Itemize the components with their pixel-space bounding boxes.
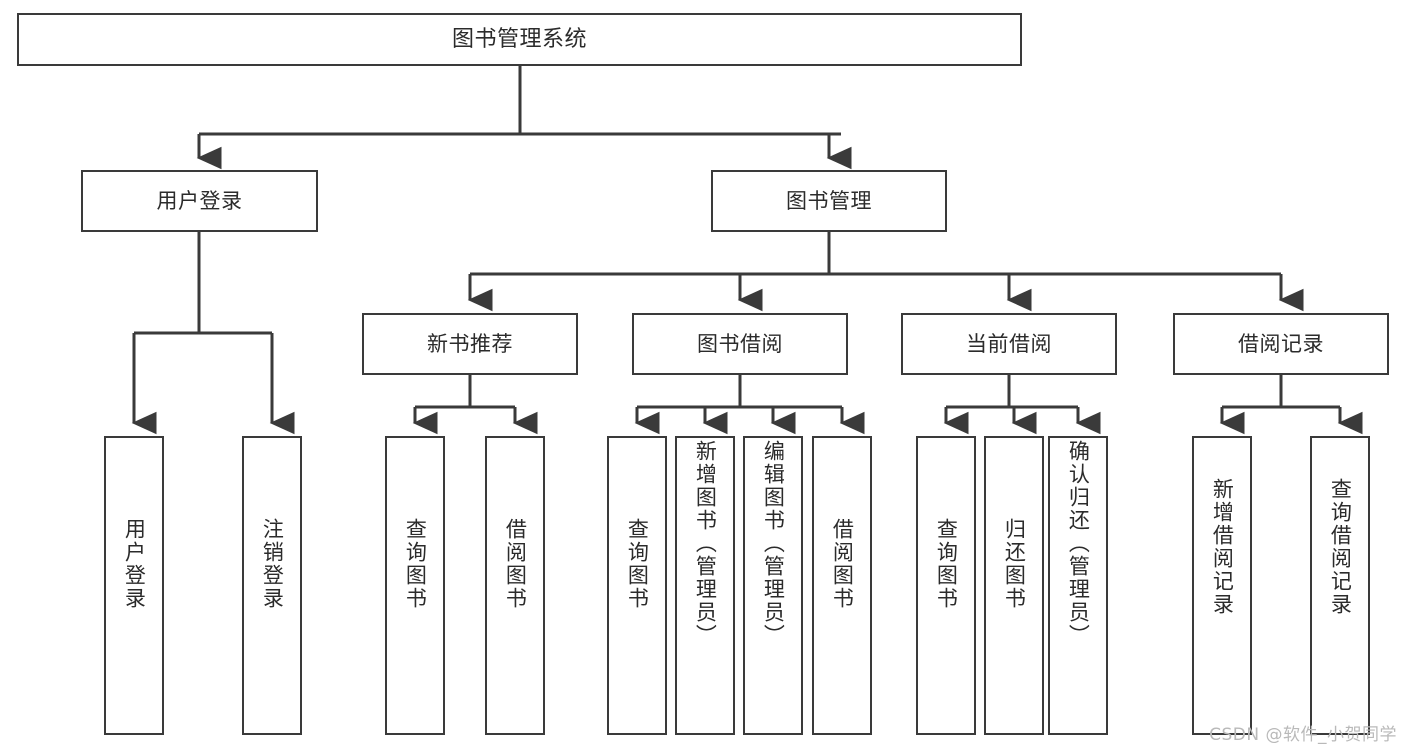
node-leaf-query-book-borrow[interactable]: 查询图书	[607, 436, 667, 735]
node-label: 图书管理系统	[451, 26, 587, 52]
node-label: 新书推荐	[427, 331, 513, 356]
node-leaf-add-book-admin[interactable]: 新增图书（管理员）	[675, 436, 735, 735]
node-user-login[interactable]: 用户登录	[81, 170, 318, 232]
node-leaf-borrow-book[interactable]: 借阅图书	[812, 436, 872, 735]
node-label: 查询图书	[934, 518, 959, 610]
node-current-borrow[interactable]: 当前借阅	[901, 313, 1117, 375]
node-label: 查询图书	[625, 518, 650, 610]
node-book-borrow[interactable]: 图书借阅	[632, 313, 848, 375]
node-new-book-recommend[interactable]: 新书推荐	[362, 313, 578, 375]
node-label: 借阅图书	[830, 518, 855, 610]
node-leaf-add-borrow-record[interactable]: 新增借阅记录	[1192, 436, 1252, 735]
node-label: 图书借阅	[697, 331, 783, 356]
node-label: 借阅图书	[503, 518, 528, 610]
node-label: 归还图书	[1002, 518, 1027, 610]
node-label: 借阅记录	[1238, 331, 1324, 356]
node-root-book-management-system[interactable]: 图书管理系统	[17, 13, 1022, 66]
node-leaf-query-book-current[interactable]: 查询图书	[916, 436, 976, 735]
node-label: 用户登录	[156, 188, 243, 213]
node-label: 编辑图书（管理员）	[761, 440, 786, 647]
node-leaf-edit-book-admin[interactable]: 编辑图书（管理员）	[743, 436, 803, 735]
node-label: 确认归还（管理员）	[1066, 440, 1091, 647]
node-leaf-borrow-book-recommend[interactable]: 借阅图书	[485, 436, 545, 735]
node-leaf-user-login[interactable]: 用户登录	[104, 436, 164, 735]
node-leaf-query-book-recommend[interactable]: 查询图书	[385, 436, 445, 735]
node-leaf-return-book[interactable]: 归还图书	[984, 436, 1044, 735]
node-leaf-confirm-return-admin[interactable]: 确认归还（管理员）	[1048, 436, 1108, 735]
node-label: 图书管理	[786, 188, 872, 213]
node-label: 查询借阅记录	[1328, 478, 1353, 616]
node-label: 查询图书	[403, 518, 428, 610]
node-label: 新增借阅记录	[1210, 478, 1235, 616]
node-leaf-logout[interactable]: 注销登录	[242, 436, 302, 735]
node-leaf-query-borrow-record[interactable]: 查询借阅记录	[1310, 436, 1370, 735]
node-label: 用户登录	[122, 518, 147, 610]
node-borrow-record[interactable]: 借阅记录	[1173, 313, 1389, 375]
node-label: 当前借阅	[966, 331, 1052, 356]
node-book-management[interactable]: 图书管理	[711, 170, 947, 232]
node-label: 注销登录	[260, 518, 285, 610]
node-label: 新增图书（管理员）	[693, 440, 718, 647]
